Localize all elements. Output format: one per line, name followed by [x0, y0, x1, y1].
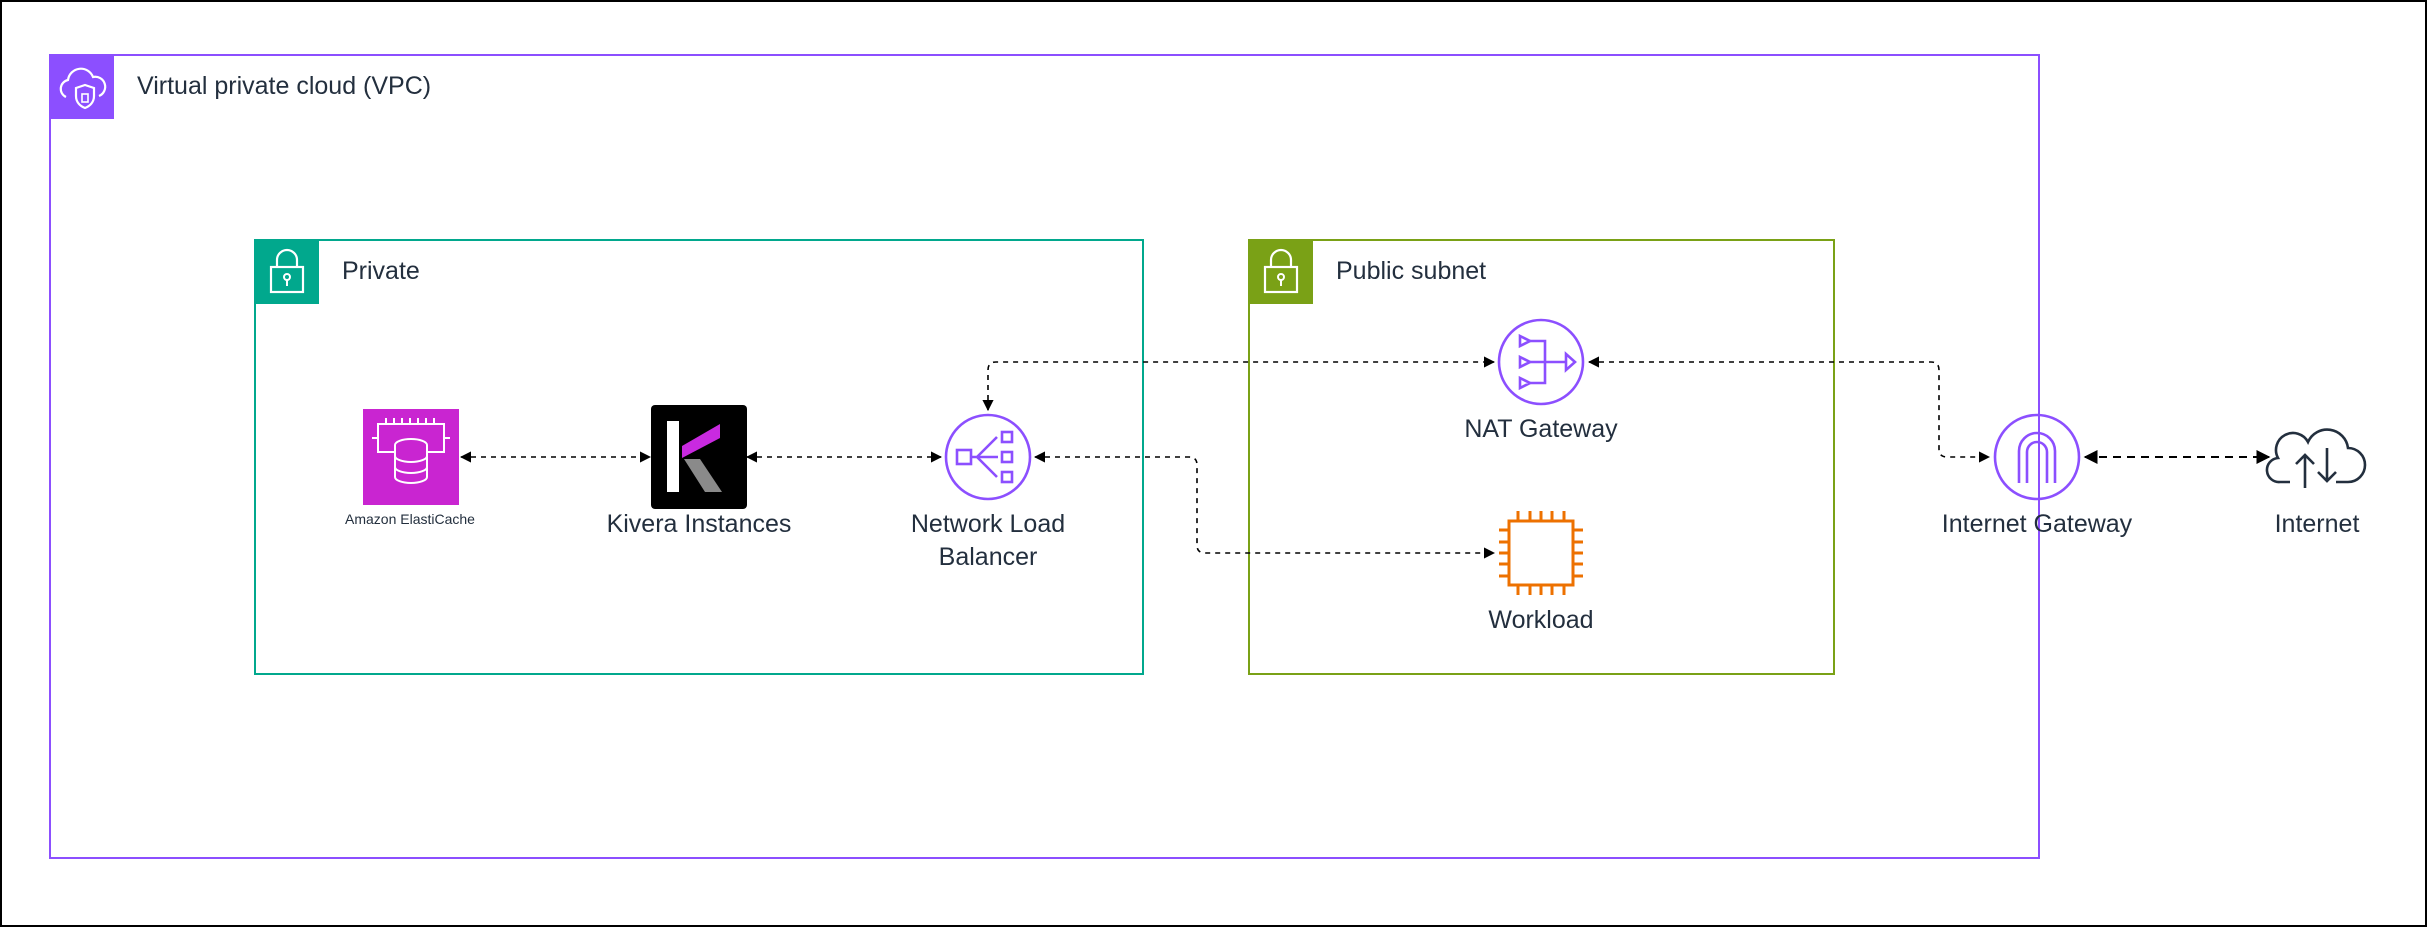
nlb-label-line2: Balancer	[938, 543, 1038, 571]
nat-gateway-icon	[1497, 318, 1585, 406]
nlb-label-line1: Network Load	[910, 510, 1066, 538]
internet-label: Internet	[2274, 510, 2360, 538]
edge-nlb-nat	[982, 356, 1496, 412]
edge-nat-igw	[1587, 356, 1991, 463]
public-subnet-title: Public subnet	[1336, 257, 1487, 285]
internet-gateway-label: Internet Gateway	[1941, 510, 2133, 538]
workload-label: Workload	[1488, 606, 1594, 634]
nat-gateway-label: NAT Gateway	[1464, 415, 1618, 443]
kivera-logo-icon	[651, 405, 747, 509]
elasticache-icon	[363, 409, 459, 505]
vpc-title: Virtual private cloud (VPC)	[137, 72, 432, 100]
kivera-label: Kivera Instances	[606, 510, 792, 538]
private-group-title: Private	[342, 257, 420, 285]
vpc-icon	[50, 55, 114, 119]
internet-gateway-icon	[1993, 413, 2081, 501]
public-lock-icon	[1249, 240, 1313, 304]
private-lock-icon	[255, 240, 319, 304]
internet-cloud-icon	[2265, 428, 2367, 488]
elasticache-label: Amazon ElastiCache	[345, 511, 475, 527]
workload-instance-icon	[1499, 511, 1583, 595]
network-load-balancer-icon	[944, 413, 1032, 501]
vpc-group-border	[49, 54, 2040, 859]
